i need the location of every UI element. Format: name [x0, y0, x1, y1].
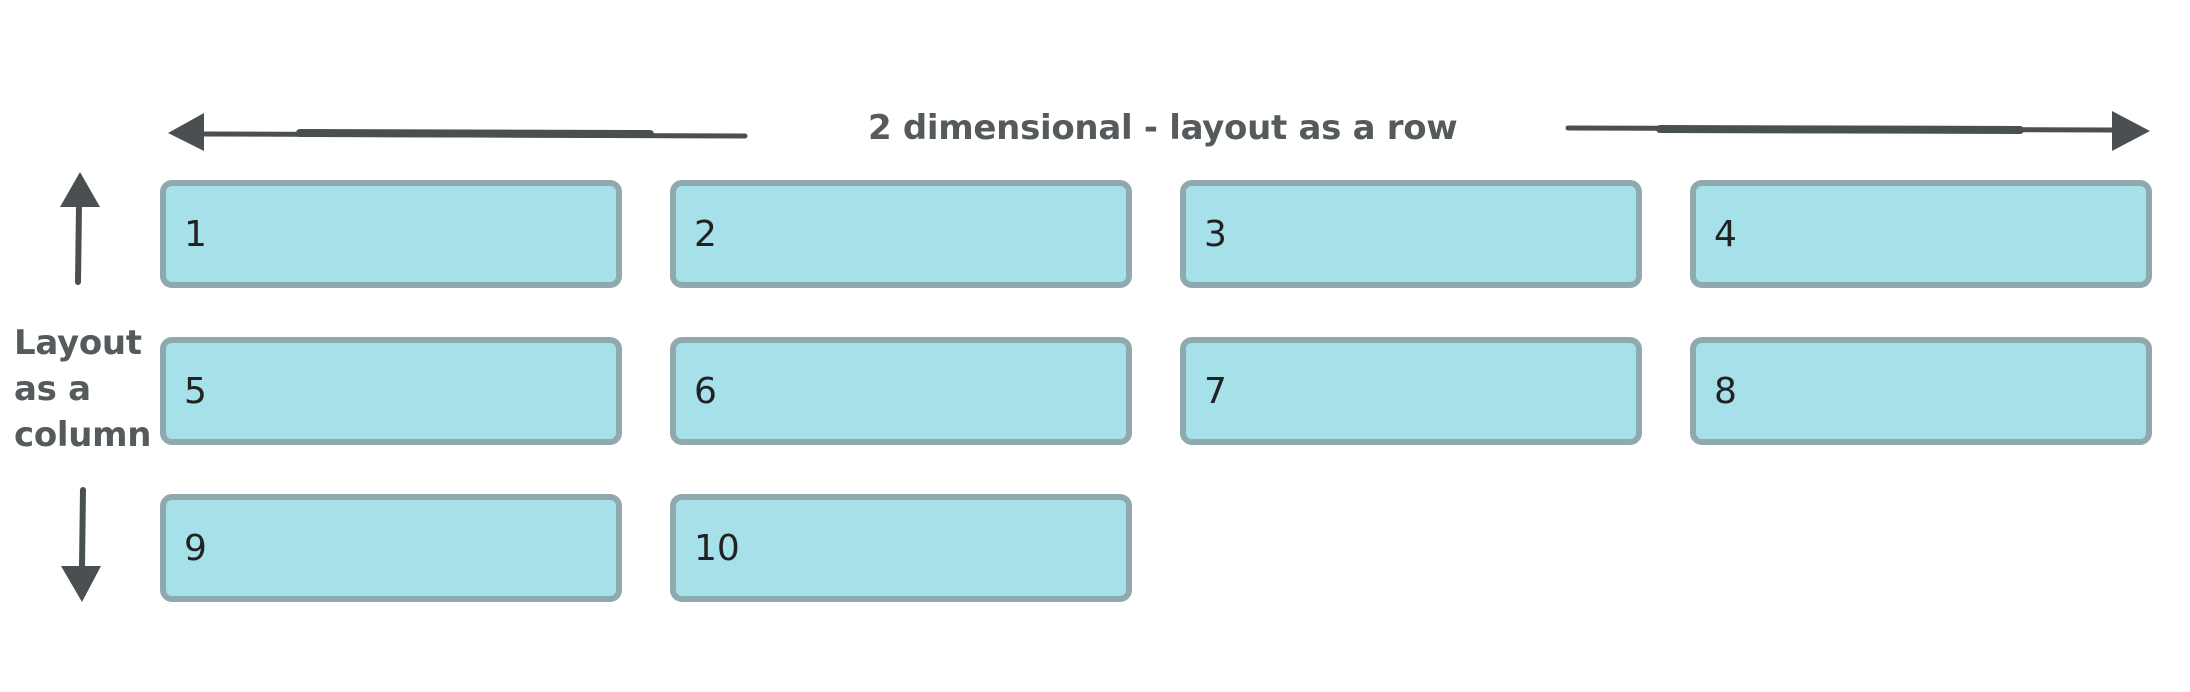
grid-item-3: 3	[1180, 180, 1642, 288]
grid-item-4: 4	[1690, 180, 2152, 288]
column-label-line-1: Layout	[14, 323, 142, 363]
grid-item-7: 7	[1180, 337, 1642, 445]
grid-item-8: 8	[1690, 337, 2152, 445]
grid-item-6: 6	[670, 337, 1132, 445]
row-arrow-left	[168, 113, 748, 151]
column-layout-label: Layout as a column	[14, 320, 152, 458]
grid-item-2: 2	[670, 180, 1132, 288]
row-arrow-right	[1565, 111, 2150, 151]
column-label-line-3: column	[14, 415, 152, 455]
column-arrow-down	[61, 487, 101, 602]
grid-item-1: 1	[160, 180, 622, 288]
grid-container: 1 2 3 4 5 6 7 8 9 10	[160, 180, 2152, 602]
column-arrow-up	[60, 172, 100, 285]
column-label-line-2: as a	[14, 369, 91, 409]
grid-item-9: 9	[160, 494, 622, 602]
row-layout-label: 2 dimensional - layout as a row	[868, 108, 1458, 148]
grid-item-5: 5	[160, 337, 622, 445]
grid-item-10: 10	[670, 494, 1132, 602]
